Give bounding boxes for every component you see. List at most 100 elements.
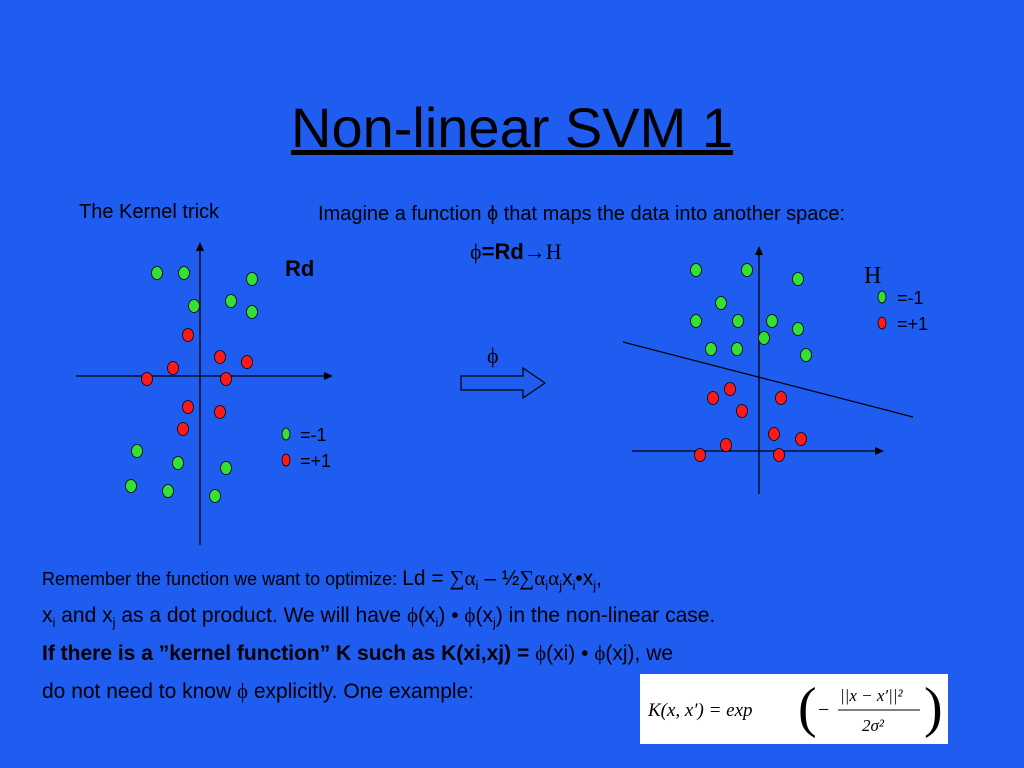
- left-legend-pos-marker: [281, 453, 291, 467]
- paragraph-line-3: If there is a ”kernel function” K such a…: [42, 641, 674, 665]
- right-legend-pos-marker: [877, 316, 887, 330]
- rd-point-pos-5: [220, 372, 232, 386]
- h-point-neg-9: [705, 342, 717, 356]
- line2-phi1: ϕ: [406, 603, 418, 627]
- rd-point-neg-2: [246, 272, 258, 286]
- rd-point-neg-11: [209, 489, 221, 503]
- line2-sub-i2: i: [435, 615, 439, 631]
- left-x-arrowhead: [324, 372, 333, 380]
- h-point-neg-10: [731, 342, 743, 356]
- h-point-neg-2: [792, 272, 804, 286]
- right-y-arrowhead: [755, 246, 763, 255]
- mapping-arrow-shape: [460, 366, 547, 400]
- data-points: [125, 263, 812, 503]
- h-point-neg-6: [766, 314, 778, 328]
- formula-numerator: ||x − x′||²: [840, 686, 903, 705]
- h-point-neg-7: [792, 322, 804, 336]
- h-point-pos-2: [775, 391, 787, 405]
- line1-comma: ,: [596, 567, 603, 590]
- rd-point-neg-7: [172, 456, 184, 470]
- line2-phi2: ϕ: [464, 603, 476, 627]
- line4-start: do not need to know: [42, 680, 237, 703]
- line1-dot-x: •x: [575, 567, 594, 590]
- paragraph-line-2: xi and xj as a dot product. We will have…: [42, 603, 716, 631]
- kernel-trick-label: The Kernel trick: [79, 201, 220, 223]
- h-point-pos-6: [720, 438, 732, 452]
- rd-point-pos-6: [182, 400, 194, 414]
- line2-end: ) in the non-linear case.: [495, 604, 716, 627]
- line2-x: x: [42, 604, 53, 627]
- mapping-eq-rd: =Rd: [481, 239, 524, 264]
- h-point-pos-7: [694, 448, 706, 462]
- line1-sum2: ∑: [519, 566, 535, 590]
- h-point-pos-1: [707, 391, 719, 405]
- line1-prefix: Remember the function we want to optimiz…: [42, 569, 403, 589]
- line1-ld: Ld =: [402, 567, 450, 590]
- h-point-pos-0: [724, 382, 736, 396]
- h-point-neg-11: [800, 348, 812, 362]
- line1-minus-half: – ½: [478, 567, 520, 590]
- rd-point-pos-3: [167, 361, 179, 375]
- line4-phi: ϕ: [236, 679, 249, 703]
- line3-bold: If there is a ”kernel function” K such a…: [42, 642, 536, 665]
- mapping-phi: ϕ: [470, 239, 482, 264]
- line3-mid: (xi) •: [546, 642, 595, 665]
- h-point-neg-5: [732, 314, 744, 328]
- line1-sub-j2: j: [593, 578, 597, 594]
- line1-sub-i2: i: [545, 578, 549, 594]
- rd-point-pos-4: [141, 372, 153, 386]
- line1-alpha2: α: [534, 566, 546, 590]
- rd-point-pos-2: [241, 355, 253, 369]
- line1-alpha: α: [464, 566, 476, 590]
- right-legend-neg-marker: [877, 290, 887, 304]
- h-point-neg-0: [690, 263, 702, 277]
- h-point-neg-4: [690, 314, 702, 328]
- phi-arrow-label: ϕ: [487, 343, 499, 368]
- h-point-neg-1: [741, 263, 753, 277]
- rd-point-neg-8: [220, 461, 232, 475]
- line1-sub-i: i: [475, 578, 479, 594]
- mapping-space: H: [545, 239, 562, 264]
- rd-point-neg-9: [125, 479, 137, 493]
- rd-point-neg-1: [178, 266, 190, 280]
- right-x-arrowhead: [875, 447, 884, 455]
- imagine-text: Imagine a function ϕ that maps the data …: [318, 203, 846, 225]
- line1-alpha3: α: [548, 566, 560, 590]
- rd-plot-label: Rd: [285, 256, 315, 281]
- separating-hyperplane: [622, 341, 914, 418]
- line3-phi1: ϕ: [535, 641, 547, 665]
- rd-point-neg-10: [162, 484, 174, 498]
- rd-point-neg-3: [188, 299, 200, 313]
- line3-phi2: ϕ: [594, 641, 606, 665]
- mapping-arrow: →: [523, 239, 546, 264]
- h-point-pos-8: [773, 448, 785, 462]
- line1-sub-j: j: [559, 578, 563, 594]
- line3-end: (xj), we: [605, 642, 674, 665]
- rd-point-pos-8: [177, 422, 189, 436]
- formula-right-paren: ): [924, 677, 943, 739]
- right-legend-neg-label: =-1: [897, 288, 924, 308]
- h-plot-label: H: [864, 263, 882, 289]
- left-legend-neg-label: =-1: [300, 425, 327, 445]
- scatter-diagram: =-1 =+1 =-1 =+1: [76, 242, 928, 545]
- formula-denominator: 2σ²: [862, 716, 885, 735]
- rd-point-pos-1: [214, 350, 226, 364]
- rd-point-neg-4: [225, 294, 237, 308]
- mapping-equation: ϕ=Rd→H: [470, 239, 562, 265]
- left-legend-pos-label: =+1: [300, 451, 331, 471]
- paragraph-line-1: Remember the function we want to optimiz…: [42, 566, 603, 594]
- left-legend-neg-marker: [281, 427, 291, 441]
- h-point-pos-5: [795, 432, 807, 446]
- h-point-pos-3: [736, 404, 748, 418]
- rd-point-neg-5: [246, 305, 258, 319]
- line2-close1: ) •: [438, 604, 465, 627]
- line2-sub-j: j: [112, 615, 116, 631]
- line1-x: x: [562, 567, 573, 590]
- paragraph-line-4: do not need to know ϕ explicitly. One ex…: [42, 679, 475, 703]
- rd-point-pos-0: [182, 328, 194, 342]
- line4-end: explicitly. One example:: [248, 680, 475, 703]
- formula-left-paren: (: [798, 677, 817, 739]
- line2-mid: as a dot product. We will have: [115, 604, 407, 627]
- line2-sub-i: i: [52, 615, 56, 631]
- line2-and: and x: [55, 604, 113, 627]
